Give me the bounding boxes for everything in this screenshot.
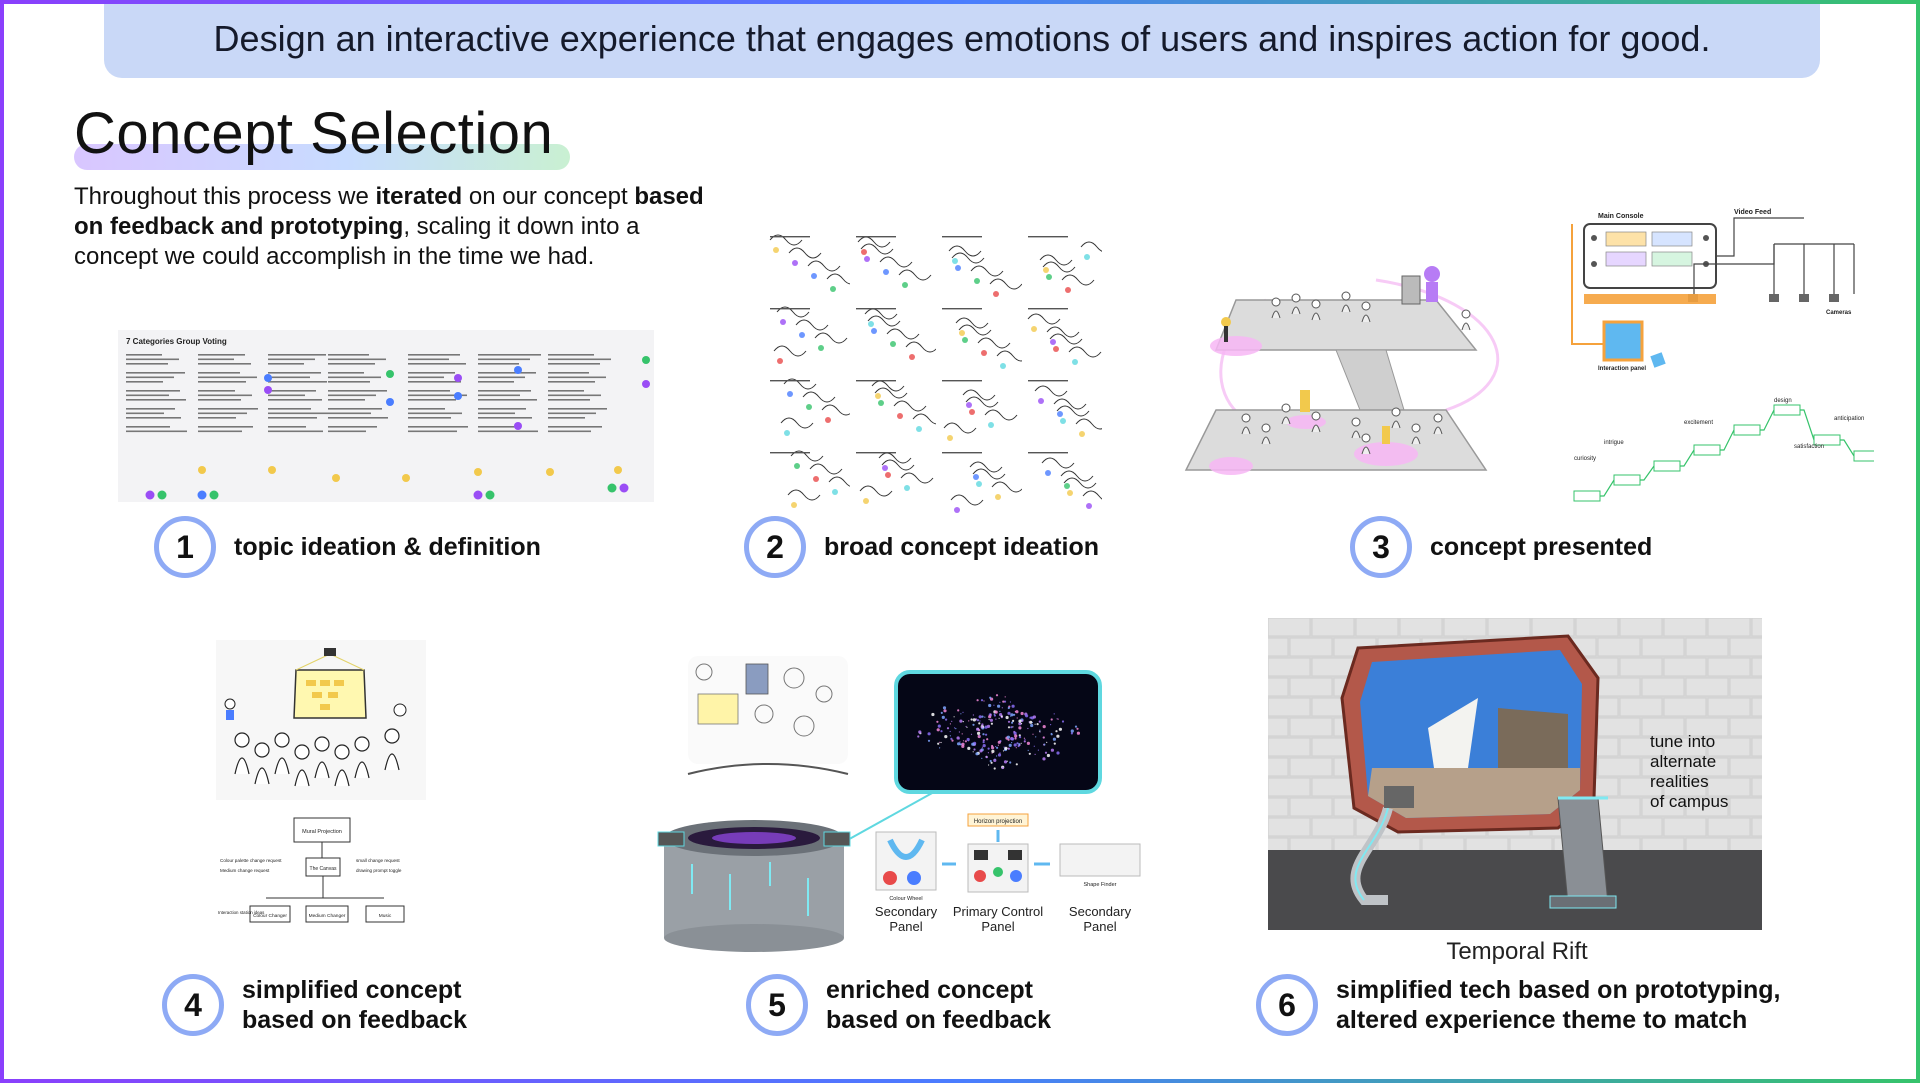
- sketch-cell: [764, 304, 848, 370]
- temporal-rift-caption: Temporal Rift: [1446, 938, 1588, 965]
- left-request-2: Medium change request: [220, 868, 270, 873]
- step-number-6: 6: [1256, 974, 1318, 1036]
- system-architecture-diagram: Main Console Video Feed Cameras Interact…: [1564, 204, 1874, 504]
- right-request-2: drawing prompt toggle: [356, 868, 402, 873]
- sketch-cells: [764, 232, 1102, 514]
- sketch-cell: [850, 448, 934, 514]
- sculpture: [1428, 698, 1478, 768]
- particle-swirl: [917, 694, 1080, 770]
- floor: [1268, 850, 1762, 930]
- step-label-5: enriched concept based on feedback: [826, 976, 1052, 1034]
- journey-label: curiosity: [1574, 456, 1596, 462]
- intro-paragraph: Throughout this process we iterated on o…: [74, 182, 714, 272]
- sketch-cell: [1022, 232, 1102, 298]
- right-request-1: small change request: [356, 858, 400, 863]
- title-block: Concept Selection: [74, 100, 570, 170]
- simplified-flow-diagram: Mural Projection The Canvas Colour palet…: [216, 814, 426, 954]
- step-1: 1 topic ideation & definition: [154, 516, 541, 578]
- secondary-panel-right-label: Secondary Panel: [1068, 904, 1132, 934]
- step-4: 4 simplified concept based on feedback: [162, 974, 467, 1036]
- prompt-text: Design an interactive experience that en…: [213, 18, 1711, 59]
- interaction-panel-box: [1602, 320, 1644, 362]
- sketch-cell: [936, 304, 1030, 370]
- journey-label: intrigue: [1604, 440, 1624, 446]
- doc-text-lines: [126, 354, 611, 433]
- interaction-stations-label: Interaction station ideas: [218, 910, 265, 915]
- journey-label: satisfaction: [1794, 444, 1824, 450]
- temporal-rift-render: tune into alternate realities of campus: [1268, 618, 1762, 930]
- step-label-4: simplified concept based on feedback: [242, 976, 468, 1034]
- sketch-cell: [764, 448, 862, 514]
- video-feed-label: Video Feed: [1734, 209, 1771, 216]
- left-request-1: Colour palette change request: [220, 858, 282, 863]
- concept-sketches-grid: [762, 230, 1102, 514]
- step-number-2: 2: [744, 516, 806, 578]
- title-highlight: [74, 144, 570, 170]
- sketch-cell: [850, 304, 939, 370]
- journey-label: excitement: [1684, 420, 1713, 426]
- particle-visual-screen: [894, 670, 1102, 794]
- interaction-panel-label: Interaction panel: [1598, 366, 1646, 372]
- colour-wheel-label: Colour Wheel: [889, 896, 922, 902]
- journey-label: design: [1774, 398, 1792, 404]
- sketch-cell: [936, 376, 1018, 442]
- step-5: 5 enriched concept based on feedback: [746, 974, 1051, 1036]
- step-label-3: concept presented: [1430, 533, 1653, 561]
- sketch-cell: [850, 376, 946, 442]
- cameras-label: Cameras: [1826, 310, 1852, 316]
- step-3: 3 concept presented: [1350, 516, 1652, 578]
- page-title: Concept Selection: [74, 101, 554, 166]
- main-console-label: Main Console: [1598, 213, 1644, 220]
- vote-dots: [145, 356, 650, 500]
- sketch-cell: [764, 376, 855, 442]
- step-label-1: topic ideation & definition: [234, 533, 541, 561]
- intro-text-3: , scaling it down into a concept we coul…: [74, 213, 640, 270]
- intro-text-2: on our concept: [462, 183, 635, 210]
- colour-changer-label: Colour Changer: [253, 913, 287, 919]
- journey-label: anticipation: [1834, 416, 1864, 422]
- canvas-label: The Canvas: [310, 866, 337, 872]
- sketch-cell: [1022, 376, 1102, 442]
- audience-figures: [224, 698, 407, 787]
- sketch-cell: [936, 448, 1025, 514]
- step-2: 2 broad concept ideation: [744, 516, 1099, 578]
- step-label-2: broad concept ideation: [824, 533, 1100, 561]
- idea-sketches: [687, 663, 849, 775]
- sketch-cell: [936, 232, 1023, 298]
- medium-changer-label: Medium Changer: [309, 913, 346, 919]
- step-number-3: 3: [1350, 516, 1412, 578]
- page: Design an interactive experience that en…: [4, 4, 1916, 1079]
- rift-overlay-text: tune into alternate realities of campus: [1650, 732, 1729, 811]
- step-number-5: 5: [746, 974, 808, 1036]
- topic-voting-document: 7 Categories Group Voting: [118, 330, 654, 502]
- sketch-cell: [1022, 448, 1102, 514]
- step-label-6: simplified tech based on prototyping, al…: [1336, 976, 1781, 1034]
- sketch-cell: [1022, 304, 1102, 370]
- visitor-figures: [1241, 291, 1471, 455]
- shape-finder-label: Shape Finder: [1083, 882, 1116, 888]
- sketch-cell: [850, 232, 932, 298]
- voting-doc-title: 7 Categories Group Voting: [126, 337, 227, 346]
- step-6: 6 simplified tech based on prototyping, …: [1256, 974, 1780, 1036]
- enriched-concept-render: Horizon projection Colour Wheel Shape Fi…: [644, 654, 1144, 954]
- concept-platform-illustration: [1176, 240, 1536, 504]
- step-number-1: 1: [154, 516, 216, 578]
- experience-journey-steps: design intrigue excitement anticipation sati…: [1573, 398, 1874, 502]
- prompt-banner: Design an interactive experience that en…: [104, 4, 1820, 78]
- step-number-4: 4: [162, 974, 224, 1036]
- music-label: Music: [379, 913, 392, 919]
- intro-bold-2: based on feedback and prototyping: [74, 183, 704, 240]
- mural-projection-label: Mural Projection: [302, 829, 342, 835]
- main-console-box: [1583, 223, 1717, 289]
- secondary-panel-left-label: Secondary Panel: [874, 904, 938, 934]
- intro-bold-1: iterated: [375, 183, 463, 210]
- upper-platform: [1214, 299, 1478, 351]
- intro-text-1: Throughout this process we: [74, 183, 376, 210]
- horizon-projection-label: Horizon projection: [974, 819, 1022, 825]
- simplified-concept-sketch: [216, 640, 426, 800]
- primary-control-panel-label: Primary Control Panel: [952, 904, 1044, 934]
- sketch-cell: [764, 232, 860, 298]
